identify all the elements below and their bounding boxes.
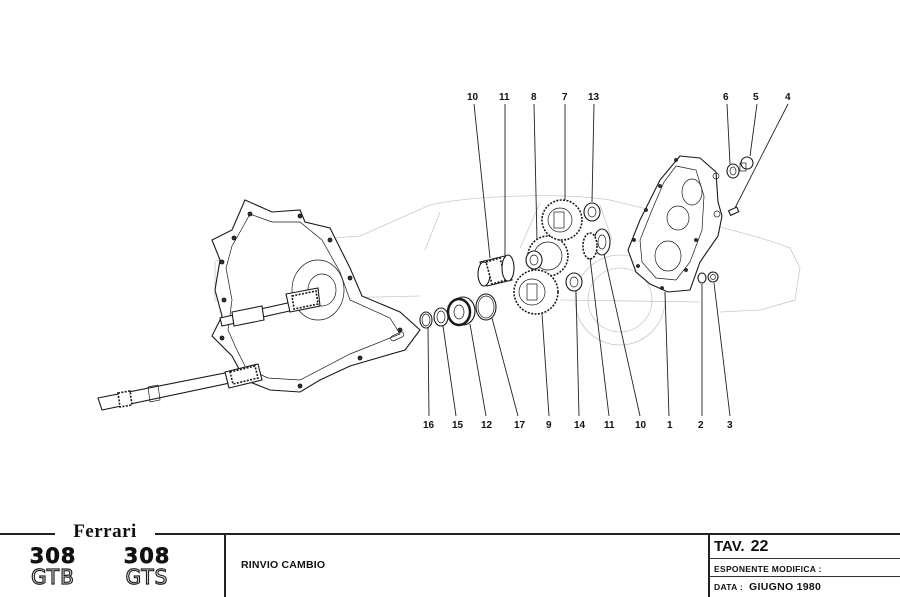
circlip-16	[419, 311, 433, 329]
callout-9: 9	[546, 420, 552, 431]
cover-1	[627, 155, 723, 293]
callout-14: 14	[574, 420, 586, 431]
callout-15: 15	[452, 420, 464, 431]
callout-6: 6	[723, 92, 729, 103]
callout-7: 7	[562, 92, 568, 103]
ferrari-logo: Ferrari	[55, 522, 155, 542]
callouts-bottom: 16 15 12 17 9 14 11 10 1 2 3	[423, 420, 733, 431]
sleeve-11	[501, 254, 515, 282]
washer-2	[697, 272, 707, 284]
title-block-top-rule-left	[0, 533, 58, 535]
tav-label: TAV.	[714, 538, 745, 555]
esponente-label: ESPONENTE MODIFICA :	[714, 564, 822, 574]
callout-8: 8	[531, 92, 537, 103]
callout-11-bottom: 11	[604, 420, 615, 431]
model-number: 308	[123, 544, 171, 568]
bearing-13	[583, 202, 601, 222]
callout-17: 17	[514, 420, 526, 431]
callout-12: 12	[481, 420, 493, 431]
title-block-row-rule	[709, 558, 900, 559]
title-block-divider	[708, 533, 710, 597]
drawing-description: RINVIO CAMBIO	[241, 559, 326, 571]
gear-8	[525, 235, 569, 277]
callout-2: 2	[698, 420, 704, 431]
insert-4	[727, 206, 740, 217]
seal-6	[726, 163, 740, 179]
plug-5	[739, 156, 754, 172]
nut-3	[707, 271, 719, 283]
model-badge-gtb: 308 GTB	[20, 544, 86, 589]
callout-5: 5	[753, 92, 759, 103]
date-row: DATA : GIUGNO 1980	[714, 581, 821, 593]
title-block-row-rule	[709, 576, 900, 577]
snap-ring-17	[475, 293, 497, 321]
exploded-parts-diagram: 10 11 8 7 13 6 5 4 16 15 12 17 9 14 11 1…	[97, 92, 801, 431]
callout-11-top: 11	[499, 92, 510, 103]
model-badge-gts: 308 GTS	[114, 544, 180, 589]
model-variant: GTS	[125, 565, 169, 589]
model-number: 308	[29, 544, 77, 568]
callout-13: 13	[588, 92, 600, 103]
date-value: GIUGNO 1980	[749, 581, 822, 593]
title-block: Ferrari 308 GTB 308 GTS RINVIO CAMBIO TA…	[0, 522, 900, 597]
callout-4: 4	[785, 92, 791, 103]
callout-3: 3	[727, 420, 733, 431]
output-shaft	[97, 363, 263, 411]
bearing-12	[446, 296, 476, 327]
title-block-divider	[224, 533, 226, 597]
model-variant: GTB	[31, 565, 75, 589]
tav-number: 22	[750, 538, 769, 555]
bearing-14	[565, 272, 583, 292]
gear-7	[541, 199, 583, 241]
plate-number: TAV. 22	[714, 538, 768, 556]
callout-10-bottom: 10	[635, 420, 647, 431]
modification-index: ESPONENTE MODIFICA :	[714, 564, 822, 574]
needle-bearing-10-right	[582, 228, 611, 260]
leader-lines-top	[473, 103, 789, 259]
callouts-top: 10 11 8 7 13 6 5 4	[467, 92, 791, 103]
washer-15	[433, 307, 449, 327]
date-label: DATA :	[714, 582, 744, 592]
callout-16: 16	[423, 420, 435, 431]
input-shaft	[219, 287, 321, 327]
callout-1: 1	[667, 420, 673, 431]
title-block-top-rule	[152, 533, 900, 535]
callout-10-top: 10	[467, 92, 479, 103]
leader-lines-bottom	[427, 253, 731, 417]
gear-9	[513, 269, 559, 315]
